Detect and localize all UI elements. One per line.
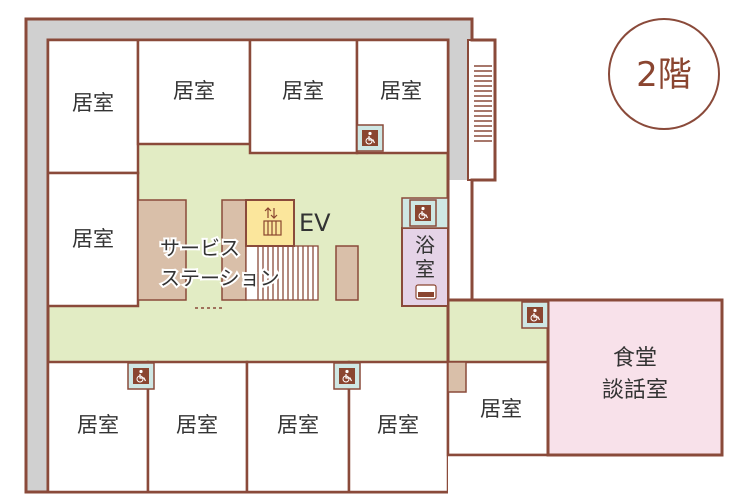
room-label: 居室 xyxy=(72,91,114,115)
wheelchair-icon xyxy=(356,124,384,152)
room-label: 居室 xyxy=(377,413,419,437)
wheelchair-icon xyxy=(521,301,549,329)
bath-label-1: 浴 xyxy=(415,233,435,257)
wheelchair-icon xyxy=(333,362,361,390)
floor-label: 2階 xyxy=(636,55,692,95)
room-label: 居室 xyxy=(277,413,319,437)
service-station-label-1: サービス xyxy=(160,236,240,260)
room-label: 居室 xyxy=(77,413,119,437)
bath-label-2: 室 xyxy=(415,257,435,281)
dining-label-1: 食堂 xyxy=(613,346,657,371)
left-rooms xyxy=(46,171,140,308)
service-station-label-2: ステーション xyxy=(160,266,280,290)
bottom-rooms xyxy=(46,360,550,494)
room-label: 居室 xyxy=(480,397,522,421)
elevator xyxy=(245,199,295,247)
wheelchair-icon xyxy=(409,199,437,227)
floor-badge: 2階 xyxy=(608,18,720,130)
toilets xyxy=(127,124,549,390)
elevator-label: EV xyxy=(299,209,331,237)
top-rooms xyxy=(46,38,450,175)
stairs-right xyxy=(474,65,492,142)
room-label: 居室 xyxy=(72,227,114,251)
pillars xyxy=(137,199,467,393)
room-label: 居室 xyxy=(173,79,215,103)
bathtub-icon xyxy=(415,284,437,300)
room-label: 居室 xyxy=(282,79,324,103)
dining-label-2: 談話室 xyxy=(602,378,668,403)
outer-shell xyxy=(24,17,497,494)
wheelchair-icon xyxy=(127,362,155,390)
elevator-arrows-icon xyxy=(263,207,282,236)
room-label: 居室 xyxy=(176,413,218,437)
room-label: 居室 xyxy=(380,79,422,103)
stairs-center xyxy=(245,245,319,301)
dining-room xyxy=(546,298,724,457)
